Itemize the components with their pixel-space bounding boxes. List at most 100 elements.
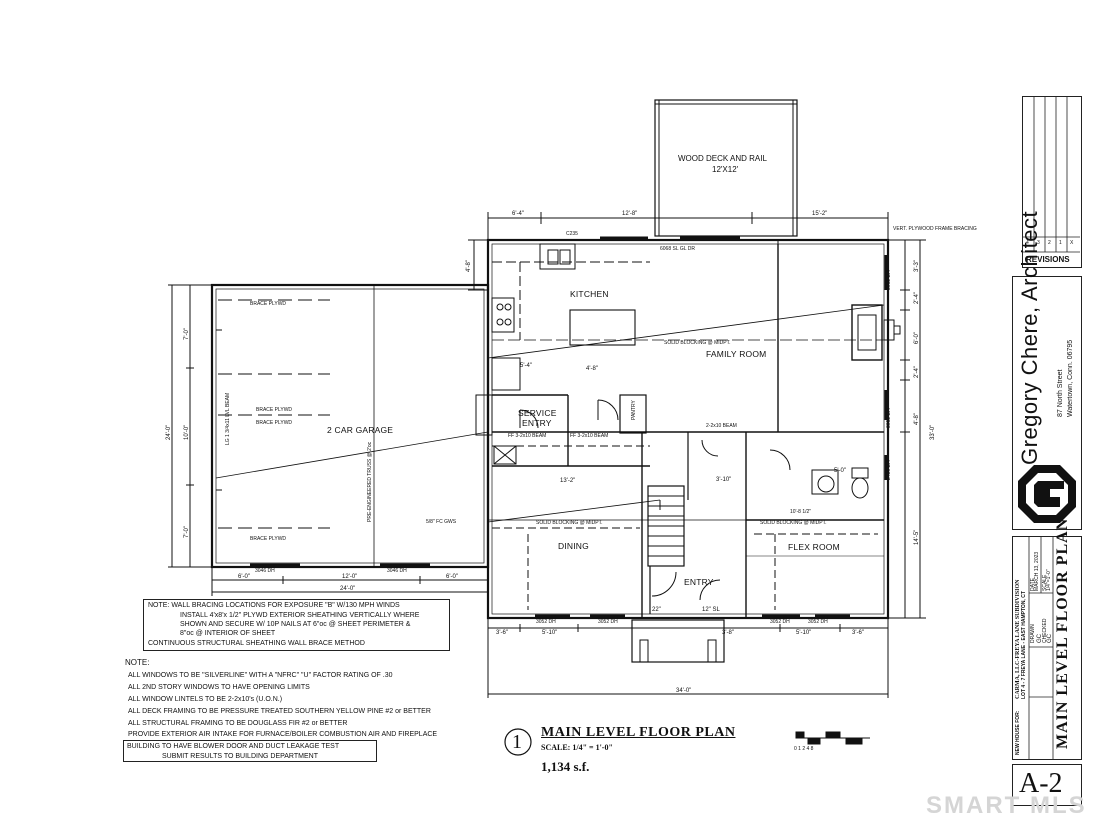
watermark: SMART MLS: [926, 792, 1087, 819]
dim-left-3: 7'-0": [184, 526, 190, 538]
note-item-2: ALL 2ND STORY WINDOWS TO HAVE OPENING LI…: [128, 684, 310, 691]
lvl-beam: LG 1 3/4x11 LVL BEAM: [225, 392, 231, 445]
dim-house-3: 3'-8": [722, 630, 734, 636]
brace-plywd-4: BRACE PLYWD: [250, 536, 287, 542]
notes-header: NOTE:: [125, 658, 150, 667]
architect-box: Gregory Chere, Architect 87 North Street…: [1012, 211, 1082, 530]
dim-misc-6: 22": [652, 607, 661, 613]
dim-right-5: 4'-8": [914, 413, 920, 425]
architect-city: Watertown, Conn. 06795: [1067, 339, 1074, 417]
note-item-4: ALL DECK FRAMING TO BE PRESSURE TREATED …: [128, 708, 431, 715]
brace-plywd-1: BRACE PLYWD: [250, 301, 287, 307]
plan-number: 1: [512, 731, 522, 753]
architect-street: 87 North Street: [1057, 369, 1064, 417]
note-item-6: PROVIDE EXTERIOR AIR INTAKE FOR FURNACE/…: [128, 731, 438, 738]
dim-misc-3: 13'-2": [560, 478, 576, 484]
wall-note-line-3: SHOWN AND SECURE W/ 10P NAILS AT 6"oc @ …: [180, 621, 411, 628]
dim-garage-3: 6'-0": [446, 574, 458, 580]
blower-line-1: BUILDING TO HAVE BLOWER DOOR AND DUCT LE…: [127, 743, 340, 750]
room-kitchen: KITCHEN: [570, 289, 609, 299]
revisions-label: REVISIONS: [1026, 255, 1070, 264]
dim-left-2: 10'-0": [184, 424, 190, 440]
project-grid: [1028, 537, 1054, 759]
window-3052-a: 3052 DH: [536, 619, 556, 625]
room-flex: FLEX ROOM: [788, 542, 840, 552]
dim-house-overall: 34'-0": [676, 688, 692, 694]
blower-line-2: SUBMIT RESULTS TO BUILDING DEPARTMENT: [162, 753, 318, 760]
plan-scale: SCALE: 1/4" = 1'-0": [541, 743, 613, 752]
fc-gws-label: 5/8" FC GWS: [426, 519, 457, 525]
room-entry: ENTRY: [684, 577, 714, 587]
dim-top-1: 6'-4": [512, 211, 524, 217]
window-3052-e: 3052 DH: [886, 408, 892, 428]
plan-title: MAIN LEVEL FLOOR PLAN: [541, 725, 736, 740]
dim-misc-7: 5'-0": [834, 468, 846, 474]
sheet-title: MAIN LEVEL FLOOR PLAN: [1054, 517, 1071, 749]
rev-num-3: 3: [1037, 240, 1040, 246]
dim-right-overall: 33'-0": [930, 424, 936, 440]
dim-garage-1: 6'-0": [238, 574, 250, 580]
note-item-5: ALL STRUCTURAL FRAMING TO BE DOUGLASS FI…: [128, 720, 348, 727]
dim-top-3: 15'-2": [812, 211, 828, 217]
dim-misc-4: 3'-10": [716, 477, 732, 483]
rev-num-1: 1: [1059, 240, 1062, 246]
dim-house-2: 5'-10": [542, 630, 558, 636]
note-item-3: ALL WINDOW LINTELS TO BE 2-2x10's (U.O.N…: [128, 696, 283, 703]
window-3046-a: 3046 DH: [255, 568, 275, 574]
rev-num-4: 4: [1026, 240, 1029, 246]
dim-ten-eight: 10'-8 1/2": [790, 509, 812, 515]
room-service-1: SERVICE: [518, 408, 557, 418]
window-3046-b: 3046 DH: [387, 568, 407, 574]
rev-num-2: 2: [1048, 240, 1051, 246]
beam-3: 2-2x10 BEAM: [706, 423, 737, 429]
revisions-box: 4 3 2 1 X REVISIONS: [1022, 96, 1082, 268]
dim-right-4: 2'-4": [914, 366, 920, 378]
project-box: NEW HOUSE FOR: CARMA, LLC-FREYA LANE SUB…: [1012, 518, 1082, 760]
dim-right-6: 14'-5": [914, 529, 920, 545]
wall-note-line-5: CONTINUOUS STRUCTURAL SHEATHING WALL BRA…: [148, 640, 365, 647]
wall-bracing-note: NOTE: WALL BRACING LOCATIONS FOR EXPOSUR…: [143, 599, 450, 651]
plan-area: 1,134 s.f.: [541, 759, 590, 774]
dim-right-1: 3'-3": [914, 260, 920, 272]
solid-blocking-3: SOLID BLOCKING @ MIDPT.: [760, 520, 827, 526]
room-service-2: ENTRY: [522, 418, 552, 428]
deck-title: WOOD DECK AND RAIL: [678, 154, 767, 163]
drawn-label: DRAWN: [1030, 624, 1036, 643]
window-2436: 2436 DH: [886, 460, 892, 480]
wall-note-line-1: NOTE: WALL BRACING LOCATIONS FOR EXPOSUR…: [148, 602, 400, 609]
vert-plywood-label: VERT. PLYWOOD FRAME BRACING: [893, 226, 977, 232]
dim-house-5: 3'-6": [852, 630, 864, 636]
revisions-grid: [1023, 97, 1080, 253]
deck-size: 12'X12': [712, 165, 739, 174]
slider-label: 6068 SL GL DR: [660, 246, 695, 252]
room-dining: DINING: [558, 541, 589, 551]
pre-eng-truss: PRE-ENGINEERED TRUSS @ 2'oc: [367, 441, 373, 522]
room-garage: 2 CAR GARAGE: [327, 425, 394, 435]
window-3052-b: 3052 DH: [598, 619, 618, 625]
dim-house-4: 5'-10": [796, 630, 812, 636]
window-3052-c: 3052 DH: [770, 619, 790, 625]
scale-value: 1/4"=1'-0": [1046, 569, 1052, 591]
window-3052-d: 3052 DH: [808, 619, 828, 625]
room-family: FAMILY ROOM: [706, 349, 767, 359]
project-label: NEW HOUSE FOR:: [1015, 710, 1021, 755]
dim-house-1: 3'-6": [496, 630, 508, 636]
beam-1: FF 3-2x10 BEAM: [508, 433, 547, 439]
note-item-1: ALL WINDOWS TO BE "SILVERLINE" WITH A "N…: [128, 672, 393, 679]
dim-garage-overall: 24'-0": [340, 586, 356, 592]
dim-left-overall: 24'-0": [166, 424, 172, 440]
architect-logo: [1018, 465, 1076, 523]
dim-kitchen-left: 4'-8": [466, 260, 472, 272]
wall-note-line-4: 8"oc @ INTERIOR OF SHEET: [180, 630, 276, 637]
beam-2: FF 3-2x10 BEAM: [570, 433, 609, 439]
dim-top-2: 12'-8": [622, 211, 638, 217]
solid-blocking-2: SOLID BLOCKING @ MIDPT.: [536, 520, 603, 526]
sheet-number-box: A-2: [1012, 764, 1082, 806]
dim-left-1: 7'-0": [184, 328, 190, 340]
scale-bar-ticks: 0 1 2 4 8: [794, 746, 814, 752]
c235-label: C235: [566, 231, 578, 237]
checked-value: GC: [1047, 634, 1053, 643]
sheet-number: A-2: [1019, 768, 1063, 799]
